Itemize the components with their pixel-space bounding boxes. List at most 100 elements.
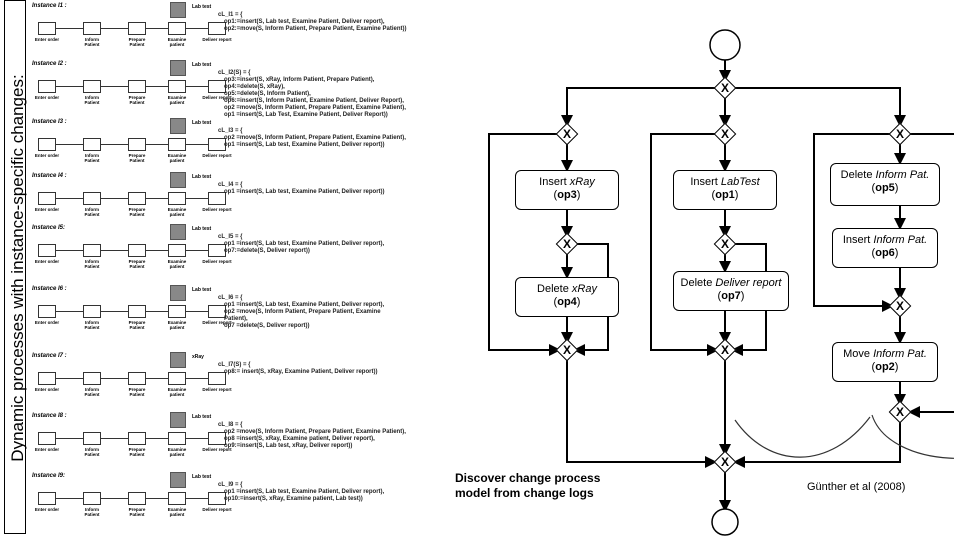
- task-connector: [56, 311, 83, 312]
- op3-name: xRay: [569, 176, 595, 188]
- task-connector: [146, 198, 168, 199]
- change-operation: op4:=delete(S, xRay),: [224, 84, 285, 90]
- task-caption: Inform Patient: [84, 95, 100, 105]
- task-box: [83, 372, 101, 385]
- task-connector: [56, 144, 83, 145]
- instance-label: Instance I4 :: [32, 173, 67, 179]
- task-caption: Inform Patient: [84, 37, 100, 47]
- task-box: [128, 22, 146, 35]
- task-connector: [186, 144, 208, 145]
- inserted-activity-marker: [170, 412, 186, 428]
- inserted-activity-marker: [170, 2, 186, 18]
- xor-gateway-symbol: X: [895, 127, 904, 141]
- change-operation: op8 =insert(S, xRay, Examine patient, De…: [224, 436, 375, 442]
- task-box: [168, 244, 186, 257]
- task-caption: Enter order: [34, 387, 60, 392]
- task-box: [128, 80, 146, 93]
- change-operation: op2 =move(S, Inform Patient, Prepare Pat…: [224, 429, 406, 435]
- task-caption: Enter order: [34, 153, 60, 158]
- task-box: [83, 432, 101, 445]
- task-box: [168, 138, 186, 151]
- task-connector: [56, 250, 83, 251]
- change-log: cL_I8 = {op2 =move(S, Inform Patient, Pr…: [218, 422, 406, 450]
- task-box: [83, 192, 101, 205]
- task-connector: [186, 28, 208, 29]
- xor-gateway-symbol: X: [562, 237, 571, 251]
- task-connector: [56, 378, 83, 379]
- task-box: [208, 80, 226, 93]
- task-caption: Enter order: [34, 207, 60, 212]
- task-connector: [56, 438, 83, 439]
- task-box: [83, 22, 101, 35]
- change-operation: op9:=insert(S, Lab test, xRay, Deliver r…: [224, 443, 353, 449]
- task-caption: Prepare Patient: [128, 95, 146, 105]
- task-box: [83, 244, 101, 257]
- task-caption: Deliver report: [202, 320, 232, 325]
- task-connector: [56, 28, 83, 29]
- task-connector: [101, 250, 128, 251]
- task-connector: [101, 86, 128, 87]
- change-operation: op2 =move(S, Inform Patient, Prepare Pat…: [224, 309, 381, 315]
- xor-gateway-symbol: X: [720, 237, 729, 251]
- task-connector: [101, 311, 128, 312]
- op1-id: op1: [715, 189, 735, 201]
- task-caption: Inform Patient: [84, 207, 100, 217]
- task-connector: [146, 144, 168, 145]
- task-caption: Prepare Patient: [128, 37, 146, 47]
- task-box: [83, 138, 101, 151]
- task-box: [128, 192, 146, 205]
- task-caption: Examine patient: [167, 95, 187, 105]
- task-box: [128, 138, 146, 151]
- change-log: cL_I2(S) = {op3:=insert(S, xRay, Inform …: [218, 70, 406, 119]
- inserted-activity-marker: [170, 118, 186, 134]
- task-box: [208, 244, 226, 257]
- change-log-title: cL_I8 = {: [218, 422, 243, 428]
- task-connector: [186, 250, 208, 251]
- task-box: [38, 138, 56, 151]
- op6-id: op6: [875, 247, 895, 259]
- task-connector: [186, 311, 208, 312]
- sidebar-frame: Dynamic processes with instance-specific…: [4, 0, 27, 534]
- op7-name: Deliver report: [715, 277, 782, 289]
- op6-name: Inform Pat.: [873, 234, 928, 246]
- caption: Discover change process model from chang…: [455, 471, 600, 501]
- task-caption: Deliver report: [202, 387, 232, 392]
- instance-label: Instance I8 :: [32, 413, 67, 419]
- inserted-activity-marker: [170, 60, 186, 76]
- task-caption: Examine patient: [167, 259, 187, 269]
- sidebar-title: Dynamic processes with instance-specific…: [8, 74, 27, 462]
- change-operation: op1 =insert(S, Lab test, Examine Patient…: [224, 142, 385, 148]
- task-caption: Inform Patient: [84, 507, 100, 517]
- citation: Günther et al (2008): [807, 481, 906, 493]
- op5-name: Inform Pat.: [875, 169, 930, 181]
- task-caption: Examine patient: [167, 207, 187, 217]
- change-operation: op6:=insert(S, Inform Patient, Examine P…: [224, 98, 404, 104]
- task-connector: [56, 498, 83, 499]
- task-connector: [56, 198, 83, 199]
- op7-prefix: Delete: [680, 277, 716, 289]
- change-operation: op1 =insert(S, Lab Test, Examine Patient…: [224, 112, 388, 118]
- change-operation: op10:=insert(S, xRay, Examine patient, L…: [224, 496, 363, 502]
- xor-gateway-symbol: X: [720, 127, 729, 141]
- task-caption: Deliver report: [202, 37, 232, 42]
- task-box: [128, 372, 146, 385]
- op2-id: op2: [875, 361, 895, 373]
- start-event: [709, 29, 741, 61]
- task-connector: [186, 86, 208, 87]
- task-box: [38, 80, 56, 93]
- task-caption: Prepare Patient: [128, 153, 146, 163]
- task-caption: Deliver report: [202, 153, 232, 158]
- op6-prefix: Insert: [842, 234, 874, 246]
- change-operation: op5:=delete(S, Inform Patient),: [224, 91, 311, 97]
- inserted-activity-label: Lab test: [192, 414, 212, 420]
- diagram-overlay: Insert xRay (op3) Delete xRay (op4) Inse…: [470, 0, 954, 536]
- change-log-title: cL_I7(S) = {: [218, 362, 251, 368]
